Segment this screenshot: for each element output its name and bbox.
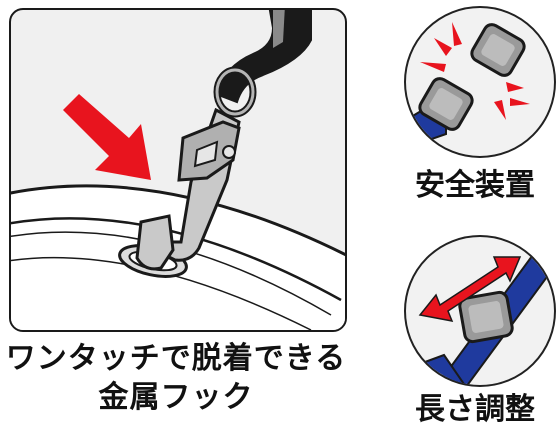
length-adjust-badge	[404, 235, 556, 387]
main-caption-line2: 金属フック	[98, 380, 254, 415]
metal-hook-icon	[11, 10, 345, 330]
hook-illustration-panel	[9, 8, 347, 332]
main-caption-line1: ワンタッチで脱着できる	[5, 341, 347, 376]
red-arrow-icon	[63, 94, 151, 180]
length-adjust-icon	[406, 237, 554, 385]
double-arrow-icon	[418, 256, 522, 322]
safety-feature-label: 安全装置	[415, 168, 535, 203]
safety-feature-badge	[404, 6, 556, 158]
safety-breakaway-icon	[406, 22, 530, 150]
length-adjust-label: 長さ調整	[415, 392, 535, 427]
